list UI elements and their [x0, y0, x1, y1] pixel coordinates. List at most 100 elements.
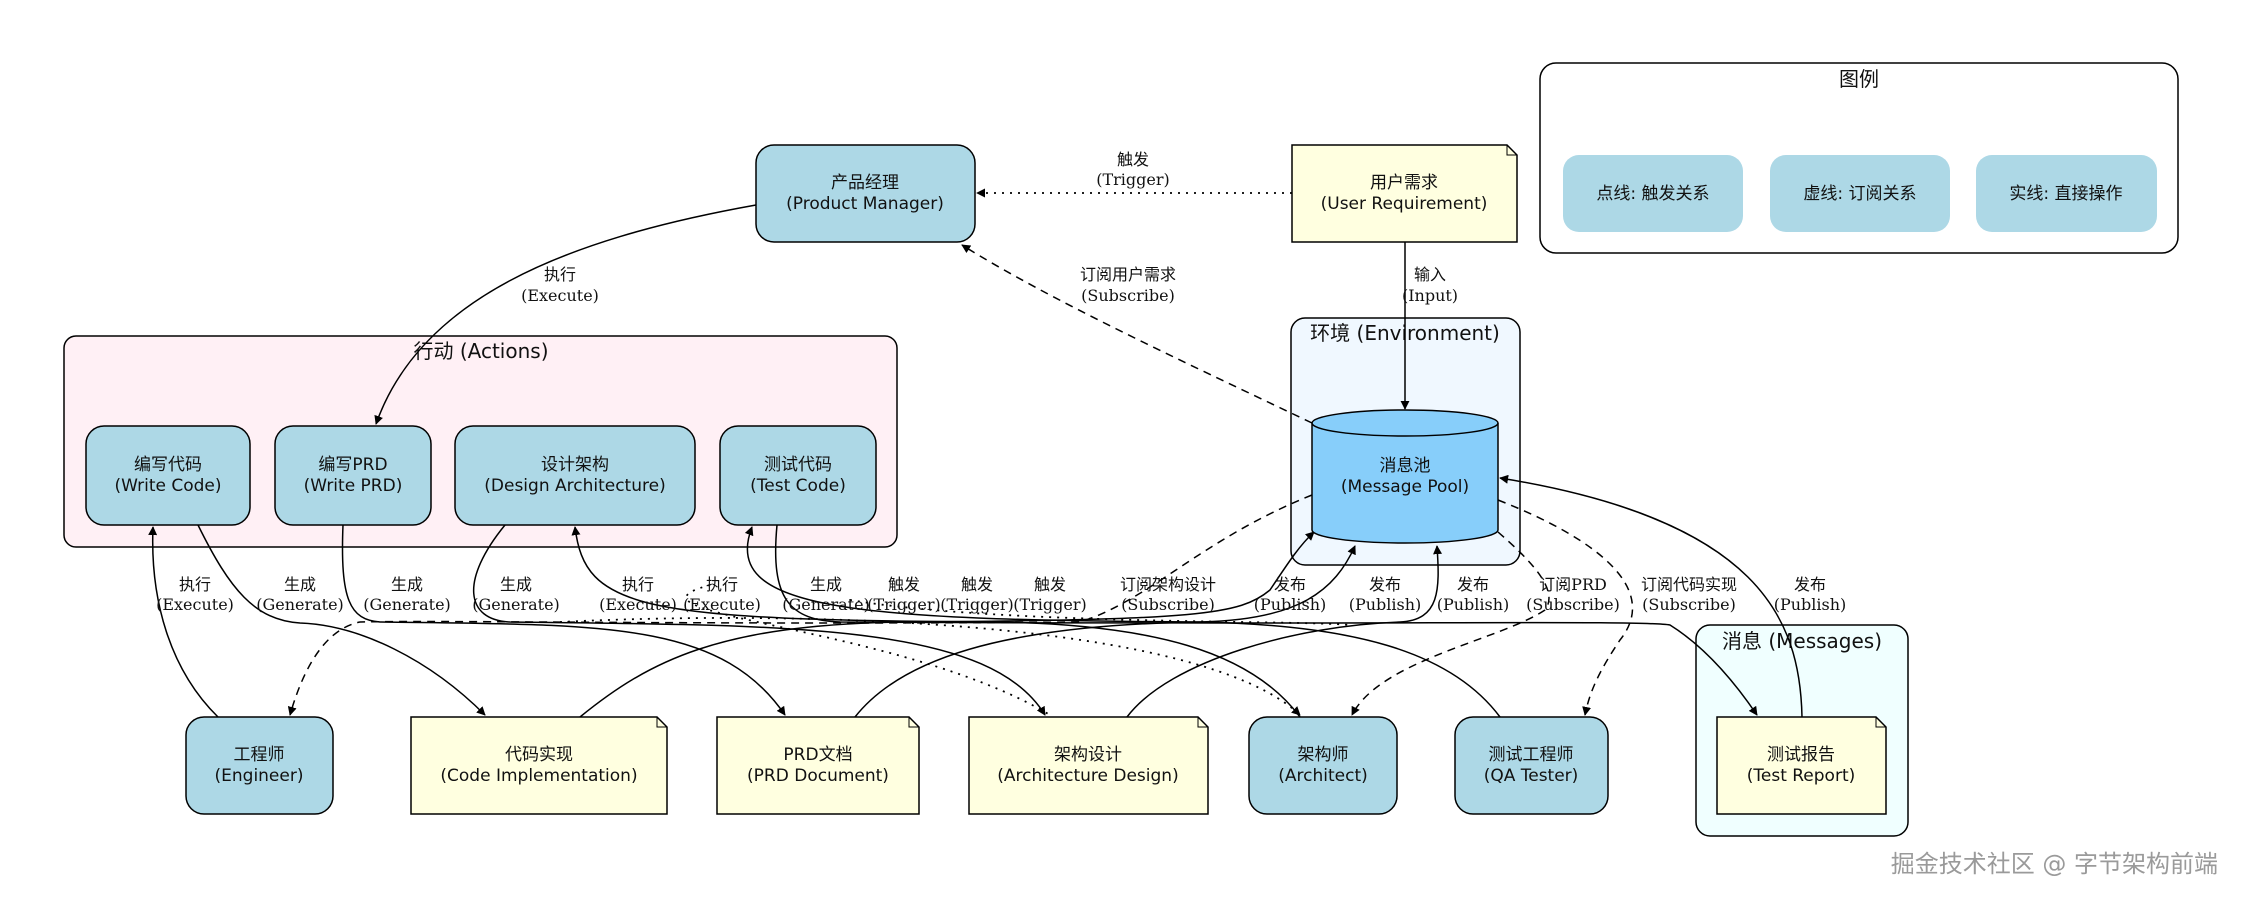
edge-subscribe-pool-to-architect	[1351, 531, 1550, 716]
node-qa-tester[interactable]: 测试工程师 (QA Tester)	[1454, 716, 1609, 815]
edge-labels: 触发 (Trigger) 订阅用户需求 (Subscribe) 执行 (Exec…	[156, 150, 1846, 614]
legend-title: 图例	[1839, 67, 1879, 91]
edge-label: (Subscribe)	[1081, 286, 1175, 305]
edge-label: (Publish)	[1254, 595, 1327, 614]
node-architect[interactable]: 架构师 (Architect)	[1248, 716, 1398, 815]
legend-item-label: 点线: 触发关系	[1596, 184, 1709, 204]
edge-label: (Execute)	[156, 595, 234, 614]
edge-label: (Generate)	[472, 595, 560, 614]
node-design-architecture[interactable]: 设计架构 (Design Architecture)	[454, 425, 696, 526]
edge-label: 发布	[1369, 575, 1401, 594]
edge-label: 生成	[810, 575, 842, 594]
node-product-manager[interactable]: 产品经理 (Product Manager)	[755, 144, 976, 243]
edge-generate-test-code-to-test-report	[774, 524, 1758, 716]
node-label-en: (Product Manager)	[786, 194, 944, 214]
edge-label: 生成	[391, 575, 423, 594]
edge-label: 订阅用户需求	[1080, 265, 1176, 284]
node-label-zh: 代码实现	[505, 745, 573, 765]
node-label-zh: 编写代码	[134, 455, 202, 475]
edge-label: 触发	[961, 575, 993, 594]
edge-generate-write-prd-to-prd-doc	[341, 524, 786, 716]
edge-label: (Execute)	[683, 595, 761, 614]
note-fold	[1875, 717, 1886, 728]
edge-label: 执行	[179, 575, 211, 594]
legend-item-label: 虚线: 订阅关系	[1803, 184, 1916, 204]
edge-label: (Trigger)	[867, 595, 941, 614]
node-box	[274, 425, 432, 526]
node-label-zh: 产品经理	[831, 173, 899, 193]
node-label-en: (Engineer)	[215, 766, 304, 786]
note-fold	[1506, 145, 1517, 156]
edge-publish-prd-doc-to-pool	[854, 545, 1356, 718]
node-label-zh: PRD文档	[783, 745, 852, 765]
legend-item-box	[1770, 155, 1950, 232]
edge-execute-pm-to-write-prd	[374, 204, 757, 425]
node-label-zh: 测试报告	[1767, 745, 1835, 765]
edge-label: 生成	[500, 575, 532, 594]
edge-label: 发布	[1794, 575, 1826, 594]
note-shape	[410, 716, 668, 815]
watermark: 掘金技术社区 @ 字节架构前端	[1891, 850, 2218, 878]
edge-trigger-write-code-to-qa	[849, 599, 1351, 626]
edge-label: 执行	[622, 575, 654, 594]
node-message-pool[interactable]: 消息池 (Message Pool)	[1311, 409, 1499, 544]
edge-label: (Trigger)	[940, 595, 1014, 614]
cluster-actions-title: 行动 (Actions)	[413, 339, 548, 363]
edge-label: 订阅代码实现	[1641, 575, 1737, 594]
node-label-zh: 工程师	[234, 745, 285, 765]
node-label-en: (Architect)	[1278, 766, 1368, 786]
edge-label: 发布	[1457, 575, 1489, 594]
legend-item-box	[1976, 155, 2157, 232]
node-test-code[interactable]: 测试代码 (Test Code)	[719, 425, 877, 526]
node-box	[85, 425, 251, 526]
edge-label: (Generate)	[782, 595, 870, 614]
edge-label: (Input)	[1402, 286, 1458, 305]
node-architecture-design[interactable]: 架构设计 (Architecture Design)	[968, 716, 1209, 815]
edge-label: 执行	[544, 265, 576, 284]
node-label-en: (Message Pool)	[1341, 477, 1469, 497]
edge-label: (Trigger)	[1096, 170, 1170, 189]
node-box	[1454, 716, 1609, 815]
node-label-en: (Test Report)	[1747, 766, 1856, 786]
edge-label: 订阅架构设计	[1120, 575, 1216, 594]
node-label-en: (QA Tester)	[1484, 766, 1579, 786]
node-label-en: (Write Code)	[114, 476, 221, 496]
edge-subscribe-pool-to-qa	[1497, 499, 1634, 716]
edge-label: 订阅PRD	[1539, 575, 1607, 594]
edge-label: (Publish)	[1349, 595, 1422, 614]
node-label-zh: 编写PRD	[318, 455, 387, 475]
node-label-en: (Test Code)	[750, 476, 846, 496]
edges	[148, 188, 1803, 718]
node-write-prd[interactable]: 编写PRD (Write PRD)	[274, 425, 432, 526]
edge-label: 触发	[1034, 575, 1066, 594]
edge-label: (Subscribe)	[1526, 595, 1620, 614]
edge-label: (Execute)	[521, 286, 599, 305]
node-box	[454, 425, 696, 526]
legend-item-solid: 实线: 直接操作	[1976, 155, 2157, 232]
cylinder-body	[1311, 423, 1499, 544]
note-fold	[1197, 717, 1208, 728]
edge-label: 生成	[284, 575, 316, 594]
edge-label: (Publish)	[1774, 595, 1847, 614]
edge-publish-test-report-to-pool	[1499, 474, 1803, 718]
node-test-report[interactable]: 测试报告 (Test Report)	[1716, 716, 1887, 815]
node-label-zh: 架构设计	[1054, 745, 1122, 765]
node-engineer[interactable]: 工程师 (Engineer)	[185, 716, 334, 815]
legend-item-label: 实线: 直接操作	[2009, 184, 2122, 204]
node-label-en: (Design Architecture)	[484, 476, 665, 496]
node-label-en: (Architecture Design)	[997, 766, 1178, 786]
edge-label: (Execute)	[599, 595, 677, 614]
node-user-requirement[interactable]: 用户需求 (User Requirement)	[1291, 144, 1518, 243]
node-write-code[interactable]: 编写代码 (Write Code)	[85, 425, 251, 526]
node-code-implementation[interactable]: 代码实现 (Code Implementation)	[410, 716, 668, 815]
edge-label: (Subscribe)	[1121, 595, 1215, 614]
node-prd-document[interactable]: PRD文档 (PRD Document)	[716, 716, 920, 815]
note-shape	[716, 716, 920, 815]
edge-label: 发布	[1274, 575, 1306, 594]
node-label-zh: 用户需求	[1370, 173, 1438, 193]
note-shape	[1716, 716, 1887, 815]
node-box	[755, 144, 976, 243]
edge-label: 触发	[1117, 150, 1149, 169]
legend-item-box	[1563, 155, 1743, 232]
